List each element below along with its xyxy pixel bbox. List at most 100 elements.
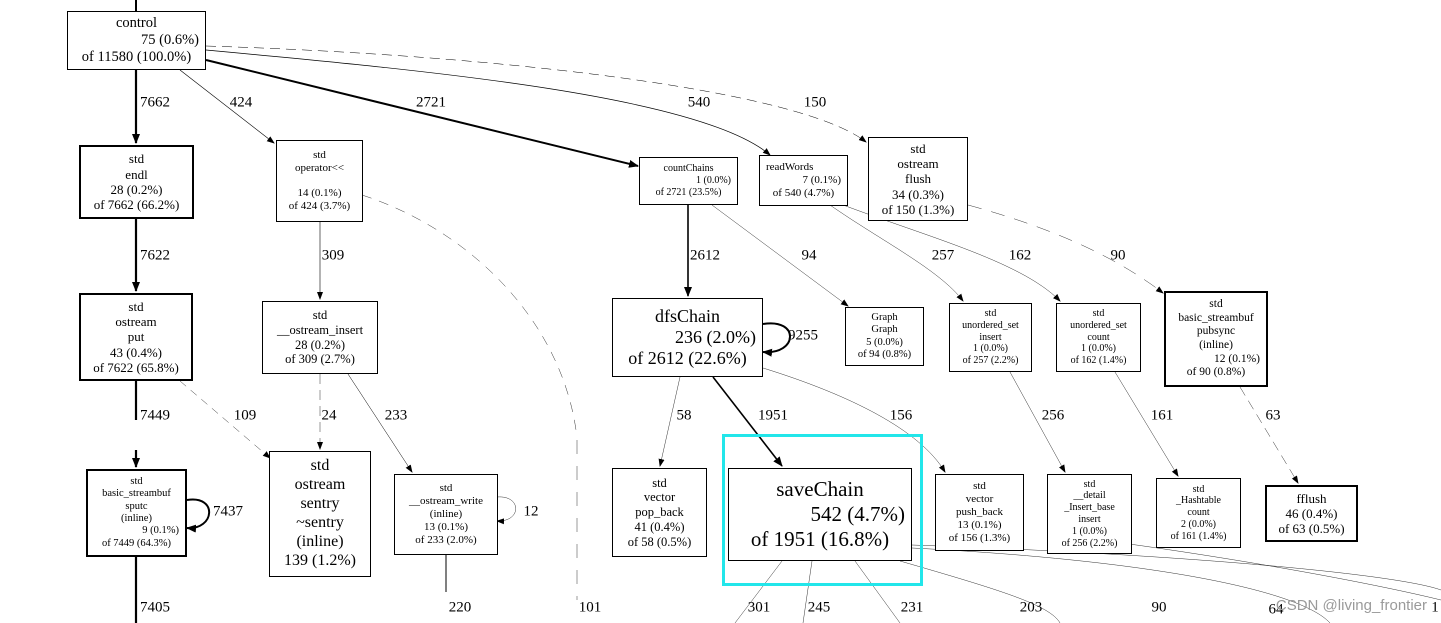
node-pop-line-3: pop_back — [635, 505, 684, 520]
node-uinsert-line-5: of 257 (2.2%) — [962, 355, 1019, 367]
edge-save-out-1 — [734, 560, 783, 623]
edge-label-endl-put: 7622 — [140, 247, 170, 264]
node-uinsert-line-3: insert — [979, 331, 1002, 343]
edge-pubsync-fflush — [1239, 386, 1299, 484]
node-insert-line-4: of 309 (2.7%) — [285, 352, 355, 367]
node-hashtable-count[interactable]: std _Hashtable count 2 (0.0%) of 161 (1.… — [1156, 478, 1241, 548]
edge-label-put-sputc: 7449 — [140, 407, 170, 424]
node-pubsync-line-2: basic_streambuf — [1178, 311, 1254, 324]
edge-label-write-self: 12 — [523, 503, 539, 520]
edge-control-readwords — [205, 49, 771, 156]
node-graph-line-2: Graph — [871, 324, 898, 336]
node-fflush[interactable]: fflush 46 (0.4%) of 63 (0.5%) — [1265, 485, 1358, 542]
node-ostream-put[interactable]: std ostream put 43 (0.4%) of 7622 (65.8%… — [79, 293, 193, 381]
edge-save-out-7 — [1099, 539, 1441, 601]
node-operator-line-2: operator<< — [294, 162, 345, 175]
node-graph-graph[interactable]: Graph Graph 5 (0.0%) of 94 (0.8%) — [845, 307, 924, 366]
edge-label-countchains-graph: 94 — [801, 247, 817, 264]
node-pop-line-5: of 58 (0.5%) — [627, 534, 692, 549]
edge-label-save-2: 245 — [807, 599, 831, 616]
node-dfschain[interactable]: dfsChain 236 (2.0%) of 2612 (22.6%) — [612, 298, 763, 377]
node-operator-line-5: of 424 (3.7%) — [288, 199, 351, 212]
node-countchains-line-3: of 2721 (23.5%) — [655, 186, 722, 198]
node-graph-line-3: 5 (0.0%) — [866, 336, 903, 348]
edge-label-uinsert-base: 256 — [1041, 407, 1065, 424]
node-basic-streambuf-pubsync[interactable]: std basic_streambuf pubsync (inline) 12 … — [1164, 291, 1268, 387]
node-sentry-line-4: ~sentry — [296, 514, 344, 531]
edge-countchains-graph — [711, 204, 849, 307]
edge-ucount-hash — [1114, 371, 1179, 477]
node-vector-pop-back[interactable]: std vector pop_back 41 (0.4%) of 58 (0.5… — [612, 468, 707, 557]
node-savechain-line-3: of 1951 (16.8%) — [750, 526, 890, 551]
node-savechain[interactable]: saveChain 542 (4.7%) of 1951 (16.8%) — [728, 468, 912, 561]
node-pubsync-line-5: 12 (0.1%) — [1214, 352, 1260, 365]
node-ucount-line-2: unordered_set — [1070, 319, 1127, 331]
edge-uinsert-base — [1009, 371, 1066, 473]
node-flush-line-4: 34 (0.3%) — [892, 186, 944, 202]
node-ucount-line-3: count — [1087, 331, 1110, 343]
node-savechain-line-2: 542 (4.7%) — [810, 502, 905, 527]
node-graph-line-1: Graph — [871, 311, 898, 323]
node-basic-streambuf-sputc[interactable]: std basic_streambuf sputc (inline) 9 (0.… — [86, 469, 187, 557]
node-sentry-line-2: ostream — [294, 476, 346, 494]
edge-label-control-readwords: 540 — [687, 94, 711, 111]
edge-label-ucount-hash: 161 — [1150, 407, 1174, 424]
edge-label-flush-pubsync: 90 — [1110, 247, 1126, 264]
node-control-line-2: 75 (0.6%) — [141, 31, 199, 48]
node-push-line-3: push_back — [955, 506, 1004, 519]
edge-label-readwords-ucount: 162 — [1008, 247, 1032, 264]
node-ibase-line-5: 1 (0.0%) — [1072, 525, 1107, 537]
node-insert-line-1: std — [312, 308, 328, 322]
node-insert-line-2: __ostream_insert — [276, 322, 364, 337]
edge-label-insert-write: 233 — [384, 407, 408, 424]
node-uinsert-line-2: unordered_set — [962, 319, 1019, 331]
node-readwords[interactable]: readWords 7 (0.1%) of 540 (4.7%) — [759, 155, 848, 206]
node-endl-line-4: of 7662 (66.2%) — [93, 197, 180, 213]
node-ostream-flush[interactable]: std ostream flush 34 (0.3%) of 150 (1.3%… — [868, 137, 968, 221]
edge-label-control-endl: 7662 — [140, 94, 170, 111]
node-ucount-line-4: 1 (0.0%) — [1081, 343, 1116, 355]
node-unordered-set-insert[interactable]: std unordered_set insert 1 (0.0%) of 257… — [949, 303, 1032, 372]
node-flush-line-2: ostream — [897, 156, 939, 171]
node-hash-line-4: 2 (0.0%) — [1181, 518, 1216, 530]
node-ostream-insert[interactable]: std __ostream_insert 28 (0.2%) of 309 (2… — [262, 301, 378, 374]
node-flush-line-5: of 150 (1.3%) — [881, 201, 955, 217]
node-unordered-set-count[interactable]: std unordered_set count 1 (0.0%) of 162 … — [1056, 303, 1141, 372]
node-endl[interactable]: std endl 28 (0.2%) of 7662 (66.2%) — [79, 145, 194, 219]
edge-save-out-4 — [899, 560, 1061, 623]
node-countchains[interactable]: countChains 1 (0.0%) of 2721 (23.5%) — [639, 157, 738, 205]
node-vector-push-back[interactable]: std vector push_back 13 (0.1%) of 156 (1… — [935, 474, 1024, 551]
node-endl-line-2: endl — [125, 166, 148, 182]
edge-readwords-uinsert — [829, 204, 964, 302]
node-sputc-line-1: std — [130, 475, 143, 487]
node-readwords-line-1: readWords — [766, 161, 814, 174]
edge-label-insert-sentry: 24 — [321, 407, 337, 424]
edge-readwords-ucount — [829, 199, 1061, 302]
edge-insert-write — [347, 373, 413, 473]
edge-label-out-203: 203 — [1019, 599, 1043, 616]
node-ibase-line-2: __detail — [1073, 490, 1106, 502]
node-put-line-4: 43 (0.4%) — [110, 344, 162, 360]
node-push-line-4: 13 (0.1%) — [957, 518, 1002, 531]
edge-label-out-1: 1 — [1431, 599, 1439, 616]
node-control[interactable]: control 75 (0.6%) of 11580 (100.0%) — [67, 11, 206, 70]
edge-flush-pubsync — [967, 204, 1164, 294]
node-insert-line-3: 28 (0.2%) — [295, 337, 345, 352]
node-write-line-4: 13 (0.1%) — [424, 520, 468, 533]
node-readwords-line-3: of 540 (4.7%) — [772, 186, 835, 199]
node-put-line-2: ostream — [115, 314, 157, 329]
edge-save-out-5 — [911, 547, 1331, 623]
node-dfschain-line-1: dfsChain — [655, 305, 720, 326]
node-fflush-line-2: 46 (0.4%) — [1285, 505, 1338, 521]
node-readwords-line-2: 7 (0.1%) — [802, 174, 842, 187]
node-pop-line-1: std — [652, 475, 667, 490]
edge-label-dfs-push: 156 — [889, 407, 913, 424]
node-insert-base[interactable]: std __detail _Insert_base insert 1 (0.0%… — [1047, 474, 1132, 554]
node-ostream-sentry[interactable]: std ostream sentry ~sentry (inline) 139 … — [269, 451, 371, 577]
node-control-line-3: of 11580 (100.0%) — [81, 49, 192, 66]
node-ostream-write[interactable]: std __ostream_write (inline) 13 (0.1%) o… — [394, 474, 498, 555]
node-write-line-2: __ostream_write — [409, 495, 483, 508]
node-operator-lshift[interactable]: std operator<< 14 (0.1%) of 424 (3.7%) — [276, 140, 363, 222]
node-ibase-line-1: std — [1083, 478, 1096, 490]
